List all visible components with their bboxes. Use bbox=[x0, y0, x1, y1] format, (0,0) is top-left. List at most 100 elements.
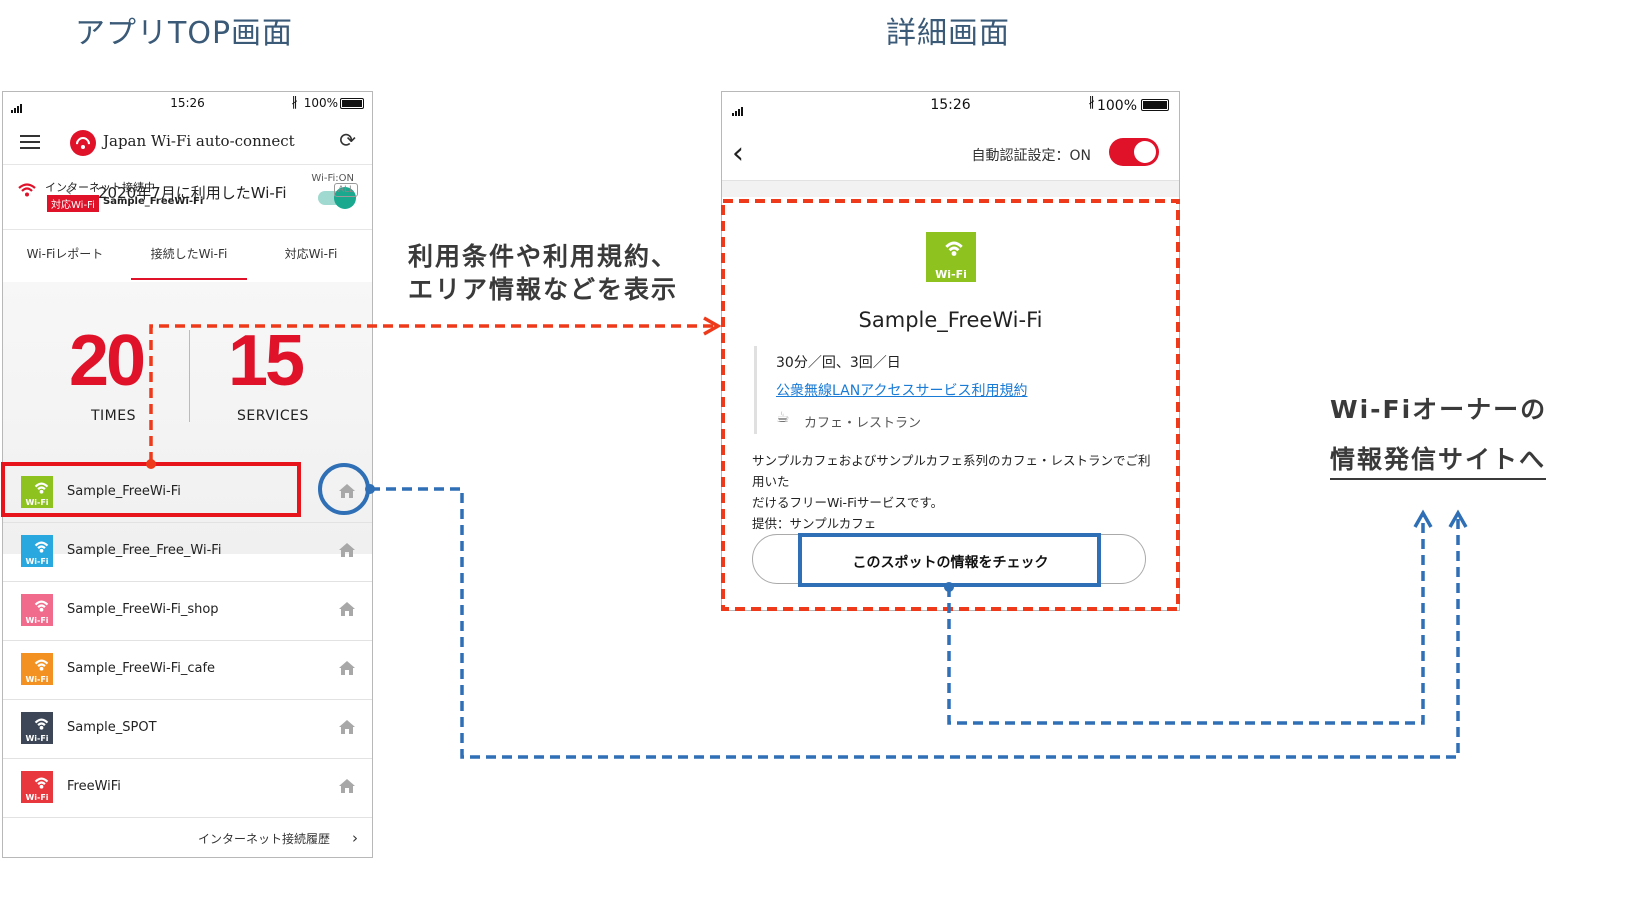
wifi-spot-icon: Wi-Fi bbox=[21, 712, 53, 744]
bluetooth-icon: ∦ bbox=[1088, 95, 1096, 110]
tab-bar: Wi-Fiレポート 接続したWi-Fi 対応Wi-Fi bbox=[3, 229, 372, 280]
battery-percent: 100% bbox=[1096, 98, 1137, 114]
signal-icon bbox=[11, 99, 23, 113]
home-icon[interactable] bbox=[338, 541, 356, 559]
home-arrow-line bbox=[370, 487, 1460, 759]
wifi-list-item[interactable]: Wi-Fi FreeWiFi bbox=[3, 759, 372, 818]
description-line-2: だけるフリーWi-Fiサービスです。 bbox=[752, 495, 944, 510]
wifi-badge-label: Wi-Fi bbox=[935, 268, 967, 281]
home-icon[interactable] bbox=[338, 718, 356, 736]
usage-limit: 30分／回、3回／日 bbox=[776, 355, 901, 371]
auto-auth-label: 自動認証設定：ON bbox=[971, 148, 1092, 164]
wifi-spot-icon-wrap: Wi-Fi bbox=[21, 535, 53, 567]
highlight-first-row bbox=[1, 462, 301, 517]
owner-note-line-2: 情報発信サイトへ bbox=[1330, 440, 1547, 480]
battery-percent: 100% bbox=[303, 96, 338, 110]
wifi-toggle[interactable] bbox=[318, 187, 356, 209]
connected-ssid: Sample_FreeWi-Fi bbox=[103, 196, 204, 207]
wifi-icon bbox=[17, 182, 37, 203]
category-label: カフェ・レストラン bbox=[804, 416, 922, 431]
wifi-list-item-name: Sample_FreeWi-Fi_shop bbox=[67, 602, 219, 617]
connection-status: インターネット接続中 対応Wi-Fi Sample_FreeWi-Fi Wi-F… bbox=[3, 164, 372, 230]
wifi-list-item-name: Sample_Free_Free_Wi-Fi bbox=[67, 543, 222, 558]
check-spot-button-label: このスポットの情報をチェック bbox=[852, 555, 1049, 571]
home-icon[interactable] bbox=[338, 659, 356, 677]
stats-divider bbox=[189, 330, 190, 422]
status-bar: 15:26 ∦ 100% bbox=[3, 92, 372, 116]
wifi-list-item[interactable]: Wi-Fi Sample_SPOT bbox=[3, 700, 372, 759]
home-icon[interactable] bbox=[338, 777, 356, 795]
wifi-list-item-name: Sample_FreeWi-Fi_cafe bbox=[67, 661, 216, 676]
wifi-logo-icon bbox=[70, 130, 96, 156]
caption-app-top: アプリTOP画面 bbox=[75, 16, 294, 51]
signal-icon bbox=[732, 100, 744, 116]
connection-text: インターネット接続中 bbox=[45, 181, 155, 194]
app-title: Japan Wi-Fi auto-connect bbox=[103, 132, 295, 150]
wifi-list-item-name: FreeWiFi bbox=[67, 779, 121, 794]
wifi-list-item-name: Sample_FreeWi-Fi bbox=[67, 484, 181, 499]
wifi-spot-icon: Wi-Fi bbox=[21, 594, 53, 626]
wifi-list-item[interactable]: Wi-Fi Sample_FreeWi-Fi bbox=[3, 464, 372, 523]
cup-icon: ☕ bbox=[776, 408, 790, 426]
wifi-spot-icon: Wi-Fi bbox=[21, 771, 53, 803]
hamburger-icon[interactable] bbox=[20, 135, 40, 153]
battery-icon bbox=[340, 98, 364, 109]
wifi-spot-icon: Wi-Fi bbox=[21, 653, 53, 685]
detail-note-line-2: エリア情報などを表示 bbox=[408, 275, 679, 304]
services-count: 15 bbox=[228, 321, 305, 401]
detail-note: 利用条件や利用規約、 エリア情報などを表示 bbox=[408, 240, 678, 306]
detail-wifi-icon: Wi-Fi bbox=[926, 232, 976, 282]
owner-note-line-1: Wi-Fiオーナーの bbox=[1330, 395, 1548, 424]
times-count: 20 bbox=[69, 321, 146, 401]
home-arrow-head bbox=[1448, 509, 1468, 528]
wifi-list-item[interactable]: Wi-Fi Sample_FreeWi-Fi_cafe bbox=[3, 641, 372, 700]
detail-arrow-line bbox=[149, 324, 716, 462]
back-chevron-icon[interactable]: ‹ bbox=[732, 136, 744, 171]
status-bar: 15:26 ∦ 100% bbox=[722, 92, 1179, 120]
supported-wifi-tag: 対応Wi-Fi bbox=[47, 195, 99, 212]
wifi-spot-icon-wrap: Wi-Fi bbox=[21, 653, 53, 685]
detail-spot-name: Sample_FreeWi-Fi bbox=[858, 308, 1043, 332]
all-badge[interactable]: ALL bbox=[333, 183, 358, 197]
history-link[interactable]: インターネット接続履歴 bbox=[197, 832, 330, 846]
provider-text: 提供：サンプルカフェ bbox=[752, 516, 877, 531]
detail-note-line-1: 利用条件や利用規約、 bbox=[408, 242, 679, 271]
wifi-badge-label: Wi-Fi bbox=[25, 557, 49, 566]
wifi-badge-label: Wi-Fi bbox=[25, 498, 49, 507]
check-arrow-head bbox=[1413, 509, 1433, 528]
wifi-spot-icon: Wi-Fi bbox=[926, 232, 976, 282]
times-label: TIMES bbox=[91, 408, 136, 424]
tab-supported-wifi[interactable]: 対応Wi-Fi bbox=[284, 247, 338, 261]
wifi-spot-icon-wrap: Wi-Fi bbox=[21, 594, 53, 626]
check-button-highlight bbox=[798, 533, 1101, 587]
refresh-icon[interactable]: ⟳ bbox=[339, 128, 356, 152]
home-icon[interactable] bbox=[338, 600, 356, 618]
battery-icon bbox=[1141, 99, 1169, 111]
app-top-screen: 15:26 ∦ 100% Japan Wi-Fi auto-connect ⟳ … bbox=[2, 91, 373, 858]
detail-screen: 15:26 ∦ 100% ‹ 自動認証設定：ON Wi-Fi Sample_Fr… bbox=[721, 91, 1180, 611]
wifi-list-item-name: Sample_SPOT bbox=[67, 720, 157, 735]
chevron-left-icon[interactable]: ‹ bbox=[65, 180, 73, 201]
wifi-spot-icon: Wi-Fi bbox=[21, 535, 53, 567]
bluetooth-icon: ∦ bbox=[291, 95, 299, 110]
wifi-spot-icon-wrap: Wi-Fi bbox=[21, 476, 53, 508]
status-time: 15:26 bbox=[930, 97, 971, 113]
header-separator bbox=[722, 180, 1179, 197]
month-label: 2020年7月に利用したWi-Fi bbox=[98, 184, 287, 202]
terms-link[interactable]: 公衆無線LANアクセスサービス利用規約 bbox=[776, 383, 1028, 399]
tab-connected-wifi[interactable]: 接続したWi-Fi bbox=[127, 230, 251, 280]
wifi-badge-label: Wi-Fi bbox=[25, 734, 49, 743]
wifi-badge-label: Wi-Fi bbox=[25, 616, 49, 625]
home-icon[interactable] bbox=[338, 482, 356, 500]
check-arrow-line bbox=[947, 515, 1425, 725]
caption-detail: 詳細画面 bbox=[886, 16, 1010, 51]
auto-auth-toggle[interactable] bbox=[1109, 138, 1159, 166]
services-label: SERVICES bbox=[237, 408, 309, 424]
detail-arrow-head bbox=[703, 316, 722, 336]
wifi-list-item[interactable]: Wi-Fi Sample_Free_Free_Wi-Fi bbox=[3, 523, 372, 582]
wifi-badge-label: Wi-Fi bbox=[25, 793, 49, 802]
wifi-spot-icon: Wi-Fi bbox=[21, 476, 53, 508]
chevron-right-icon[interactable]: › bbox=[352, 829, 358, 847]
tab-wifi-report[interactable]: Wi-Fiレポート bbox=[26, 247, 104, 261]
wifi-list-item[interactable]: Wi-Fi Sample_FreeWi-Fi_shop bbox=[3, 582, 372, 641]
